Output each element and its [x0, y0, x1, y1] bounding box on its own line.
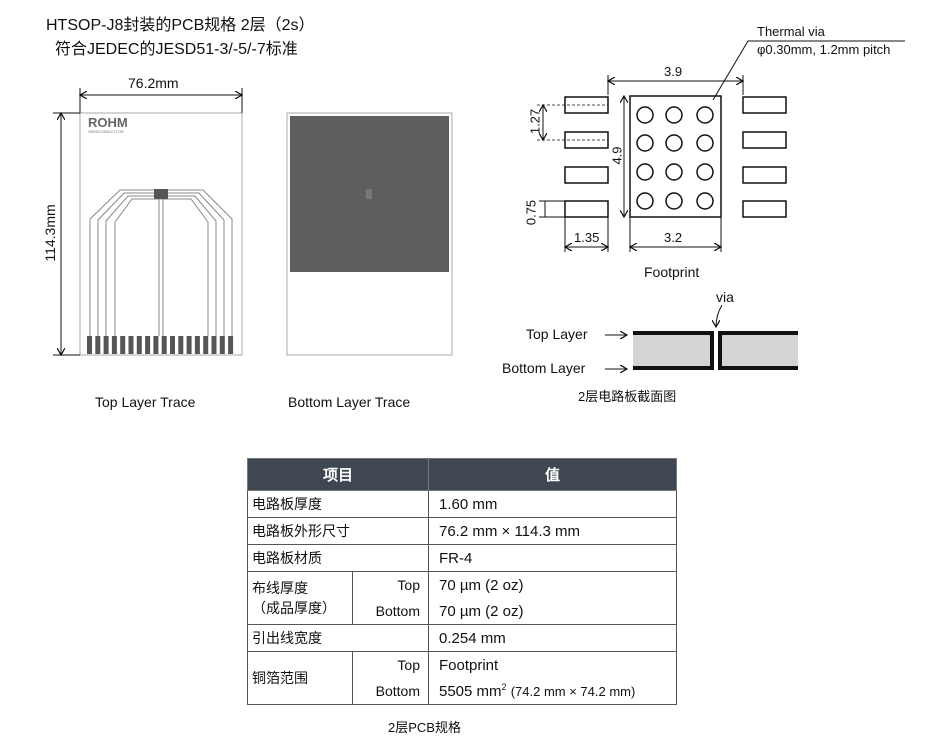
- top-layer-label: Top Layer: [526, 326, 588, 342]
- pad-right: [742, 200, 787, 218]
- sub-label: Top: [352, 571, 429, 598]
- row-label: 电路板材质: [247, 544, 429, 572]
- thermal-via: [636, 192, 654, 210]
- dim-1-27: 1.27: [527, 108, 543, 135]
- pad-left: [564, 131, 609, 149]
- pad-left: [564, 96, 609, 114]
- edge-finger: [170, 336, 175, 354]
- row-label: 电路板外形尺寸: [247, 517, 429, 545]
- row-value: Footprint: [428, 651, 677, 678]
- pad-left: [564, 200, 609, 218]
- row-label: 铜箔范围: [247, 651, 353, 705]
- thermal-via: [636, 163, 654, 181]
- thermal-via: [636, 134, 654, 152]
- value-main: 5505 mm: [439, 683, 502, 700]
- edge-finger: [120, 336, 126, 354]
- row-label: 引出线宽度: [247, 624, 429, 652]
- row-value: 70 µm (2 oz): [428, 598, 677, 625]
- dim-3-9: 3.9: [664, 64, 683, 79]
- bottom-layer-board: [286, 112, 453, 356]
- board-height-label: 114.3mm: [42, 204, 58, 262]
- header-item: 项目: [247, 458, 429, 491]
- edge-finger: [203, 336, 209, 354]
- row-value: 1.60 mm: [428, 490, 677, 518]
- edge-finger: [178, 336, 184, 354]
- pad-right: [742, 96, 787, 114]
- cross-section-caption: 2层电路板截面图: [578, 389, 677, 404]
- row-label: 电路板厚度: [247, 490, 429, 518]
- row-value: 76.2 mm × 114.3 mm: [428, 517, 677, 545]
- rohm-logo-sub: SEMICONDUCTOR: [88, 129, 124, 134]
- edge-finger: [111, 336, 117, 354]
- row-value: 5505 mm2 (74.2 mm × 74.2 mm): [428, 678, 677, 705]
- header-value: 值: [428, 458, 677, 491]
- top-layer-board: [53, 88, 242, 355]
- pad-right: [742, 131, 787, 149]
- thermal-via-spec: φ0.30mm, 1.2mm pitch: [757, 42, 891, 57]
- cross-section-drawing: [605, 304, 798, 369]
- edge-finger: [153, 336, 159, 354]
- rohm-logo: ROHM: [88, 115, 128, 130]
- table-caption: 2层PCB规格: [388, 720, 461, 735]
- pad-left: [564, 166, 609, 184]
- thermal-via: [665, 106, 683, 124]
- pad-right: [742, 166, 787, 184]
- row-label-note: （成品厚度）: [252, 600, 336, 616]
- edge-finger: [194, 336, 200, 354]
- thermal-via: [665, 163, 683, 181]
- title-line-2: 符合JEDEC的JESD51-3/-5/-7标准: [55, 41, 298, 58]
- dim-3-2: 3.2: [664, 230, 683, 245]
- edge-finger: [95, 336, 101, 354]
- thermal-via: [696, 106, 714, 124]
- edge-finger: [228, 336, 234, 354]
- edge-finger: [186, 336, 192, 354]
- row-label-main: 布线厚度: [252, 580, 308, 596]
- edge-finger: [128, 336, 134, 354]
- via-label: via: [716, 289, 734, 305]
- title-line-1: HTSOP-J8封装的PCB规格 2层（2s）: [46, 17, 315, 34]
- thermal-via: [636, 106, 654, 124]
- board-width-label: 76.2mm: [128, 75, 179, 91]
- row-value: 0.254 mm: [428, 624, 677, 652]
- row-value: 70 µm (2 oz): [428, 571, 677, 598]
- footprint-drawing: [537, 40, 905, 252]
- value-extra: (74.2 mm × 74.2 mm): [510, 684, 636, 699]
- thermal-via: [696, 192, 714, 210]
- edge-finger: [87, 336, 92, 354]
- bottom-layer-caption: Bottom Layer Trace: [288, 394, 411, 410]
- edge-finger: [161, 336, 167, 354]
- edge-finger: [219, 336, 225, 354]
- row-value: FR-4: [428, 544, 677, 572]
- row-label: 布线厚度 （成品厚度）: [247, 571, 353, 625]
- footprint-caption: Footprint: [644, 264, 700, 280]
- dim-4-9: 4.9: [609, 146, 625, 165]
- edge-finger: [136, 336, 142, 354]
- sub-label: Top: [352, 651, 429, 678]
- edge-finger: [145, 336, 151, 354]
- thermal-via: [696, 163, 714, 181]
- edge-finger: [103, 336, 109, 354]
- edge-finger: [211, 336, 217, 354]
- value-sup: 2: [501, 682, 507, 692]
- thermal-via: [665, 192, 683, 210]
- dim-1-35: 1.35: [574, 230, 600, 245]
- thermal-via-title: Thermal via: [757, 24, 825, 39]
- sub-label: Bottom: [352, 598, 429, 625]
- top-layer-caption: Top Layer Trace: [95, 394, 196, 410]
- bottom-layer-label: Bottom Layer: [502, 360, 586, 376]
- thermal-via: [696, 134, 714, 152]
- dim-0-75: 0.75: [523, 199, 539, 226]
- thermal-via: [665, 134, 683, 152]
- sub-label: Bottom: [352, 678, 429, 705]
